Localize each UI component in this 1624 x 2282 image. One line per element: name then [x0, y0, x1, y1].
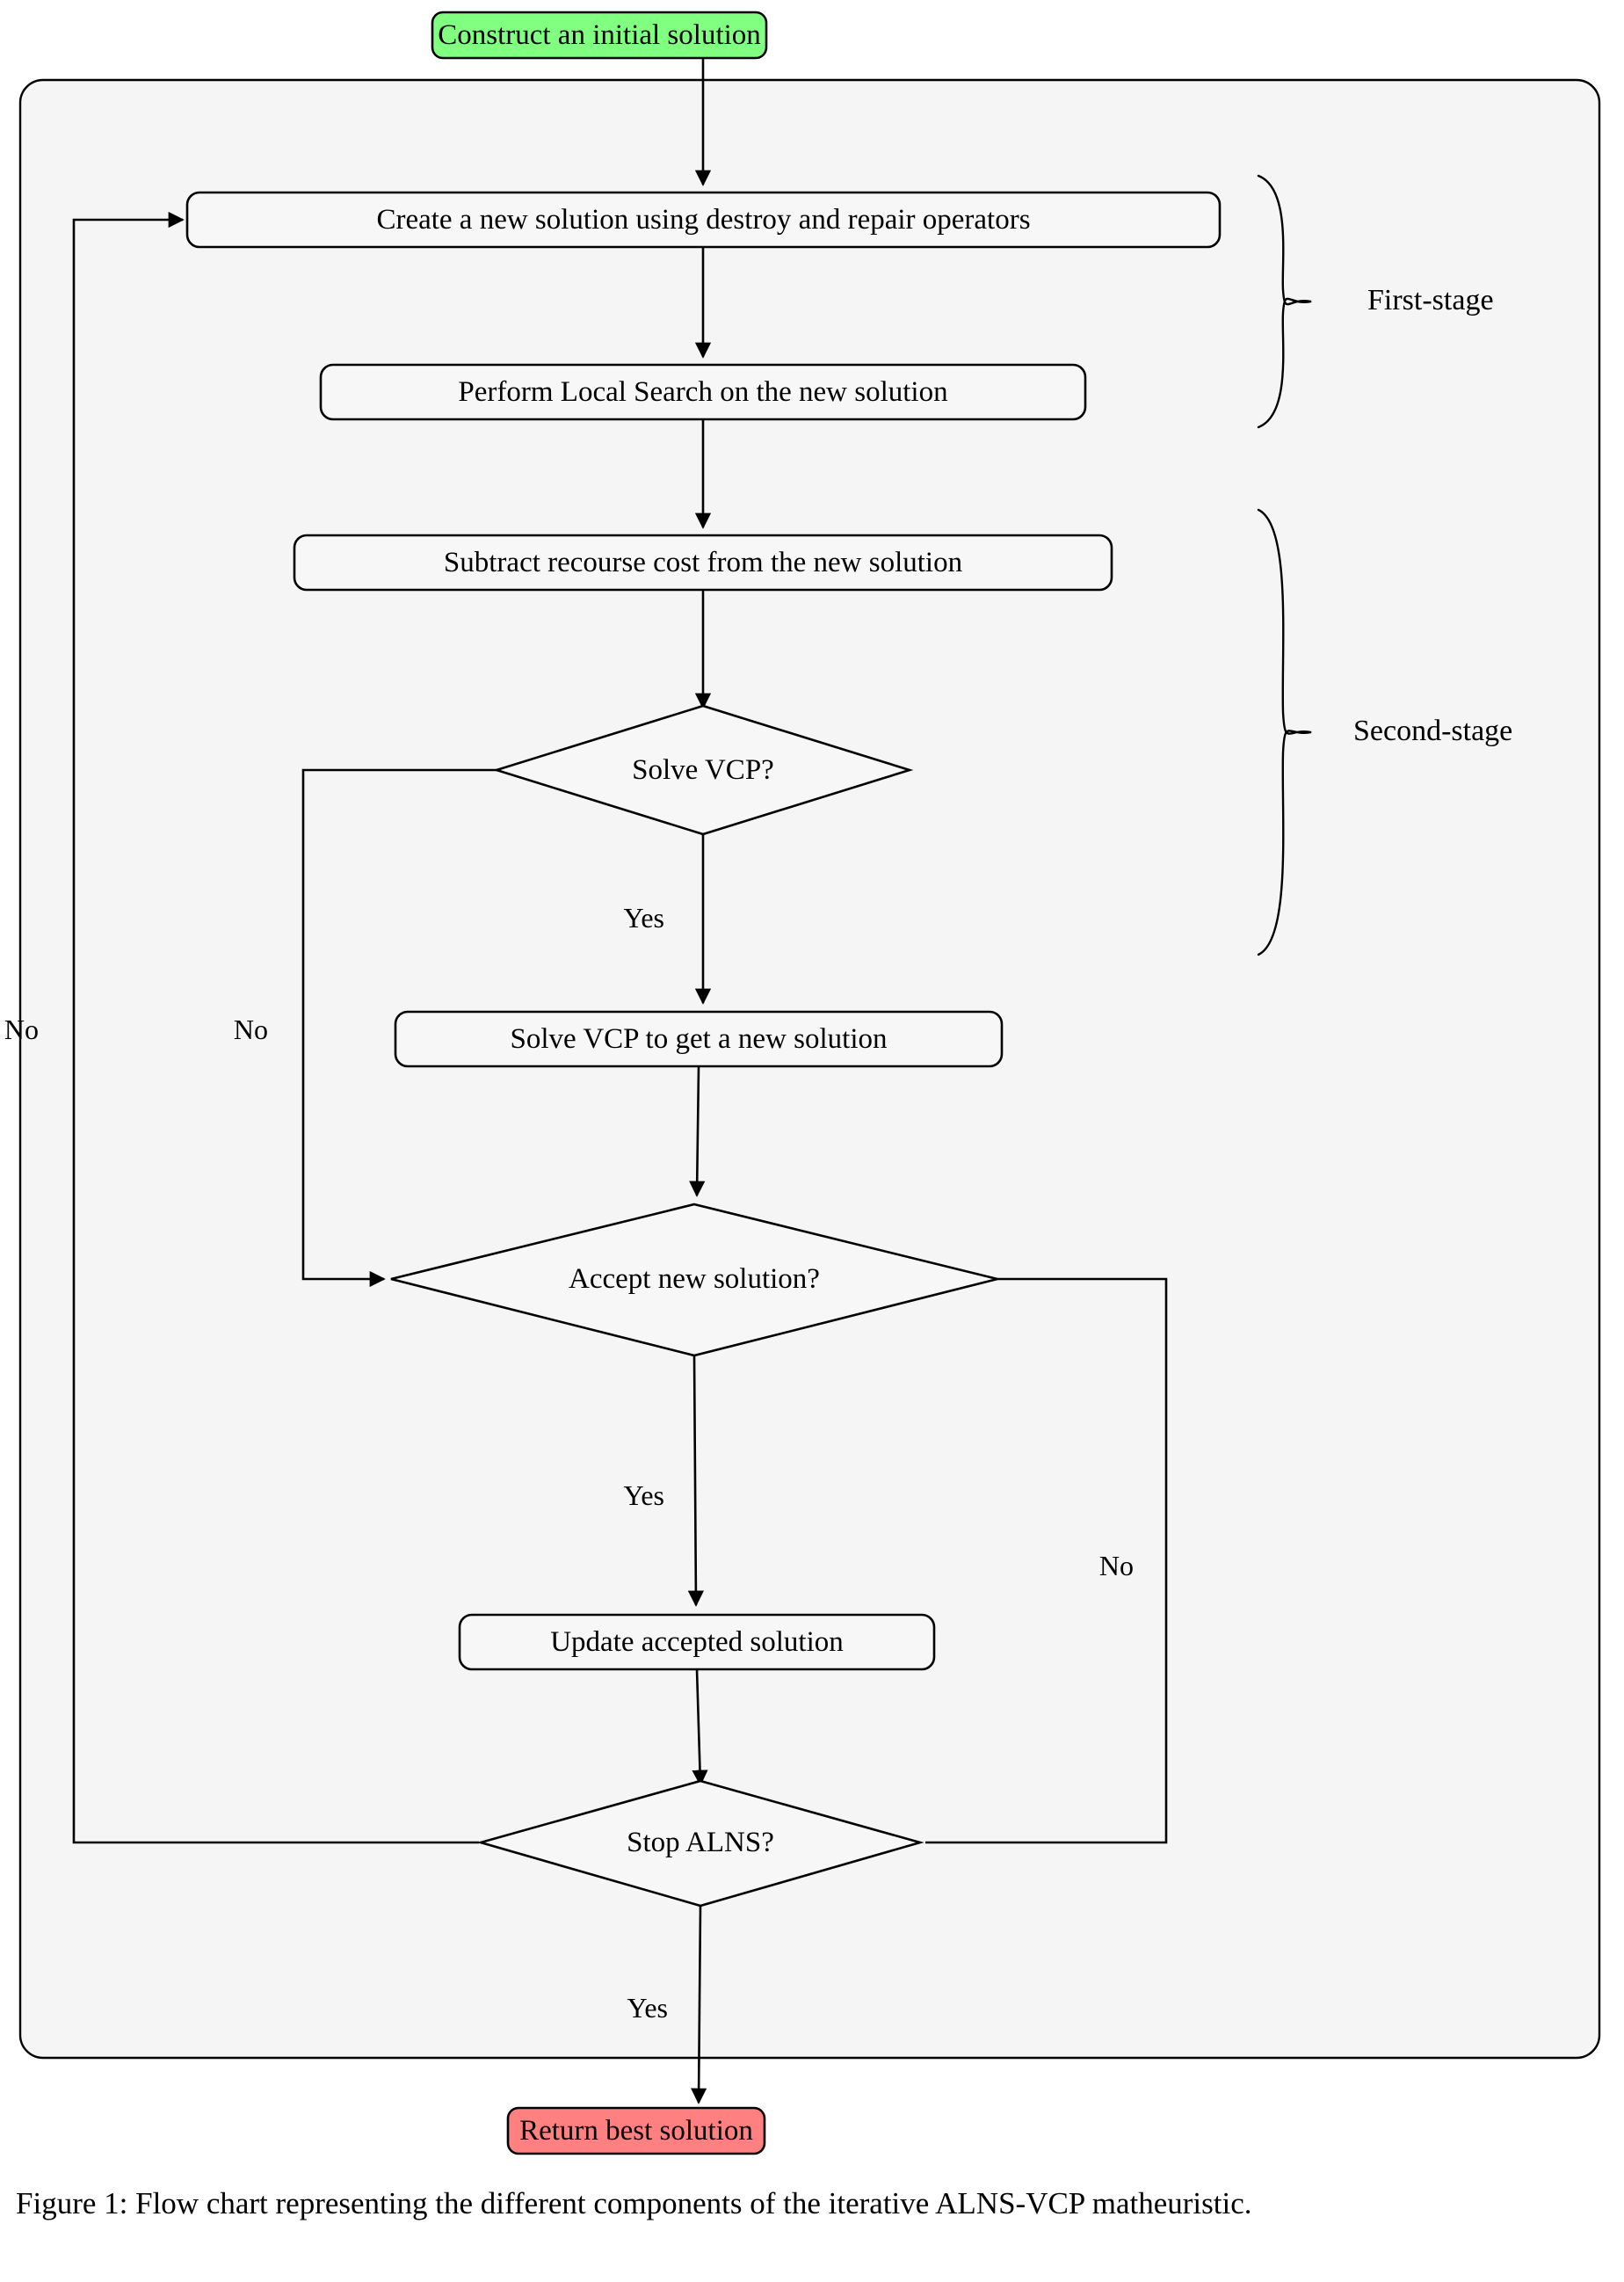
figure-caption: Figure 1: Flow chart representing the di…	[16, 2186, 1252, 2220]
edge-solvevcp-acceptq	[689, 1066, 706, 1197]
node-recourse-shape	[293, 534, 1113, 592]
edge-acceptq-yes-update	[687, 1355, 704, 1607]
edge-stopq-no-create	[72, 211, 479, 1844]
edge-label-yes-stop: Yes	[627, 1992, 668, 2024]
first-stage-brace	[1257, 174, 1312, 429]
edge-label-yes-solve-vcp: Yes	[623, 902, 664, 934]
second-stage-brace	[1257, 508, 1312, 956]
node-stopq-shape	[476, 1779, 924, 1908]
node-solvevcp-shape	[394, 1010, 1004, 1068]
edge-acceptq-no-stopq	[925, 1277, 1168, 1844]
edge-label-no-accept: No	[1098, 1550, 1134, 1581]
first-stage-label: First-stage	[1367, 284, 1494, 316]
node-end-shape	[506, 2106, 766, 2155]
node-solvevcpq-shape	[492, 704, 914, 836]
node-acceptq-shape	[390, 1203, 998, 1357]
node-update-shape	[458, 1613, 936, 1671]
edge-solvevcpq-no-acceptq	[301, 768, 497, 1288]
node-localsearch-shape	[319, 363, 1087, 421]
edge-label-yes-accept: Yes	[623, 1479, 664, 1511]
edge-update-stopq	[692, 1668, 708, 1786]
edge-label-no-solve-vcp: No	[233, 1014, 268, 1045]
node-create-shape	[185, 191, 1222, 249]
second-stage-label: Second-stage	[1353, 715, 1513, 747]
edge-label-no-outer-loop: No	[4, 1014, 39, 1045]
edge-stopq-yes-end	[691, 1905, 707, 2104]
node-start-shape	[431, 11, 768, 60]
